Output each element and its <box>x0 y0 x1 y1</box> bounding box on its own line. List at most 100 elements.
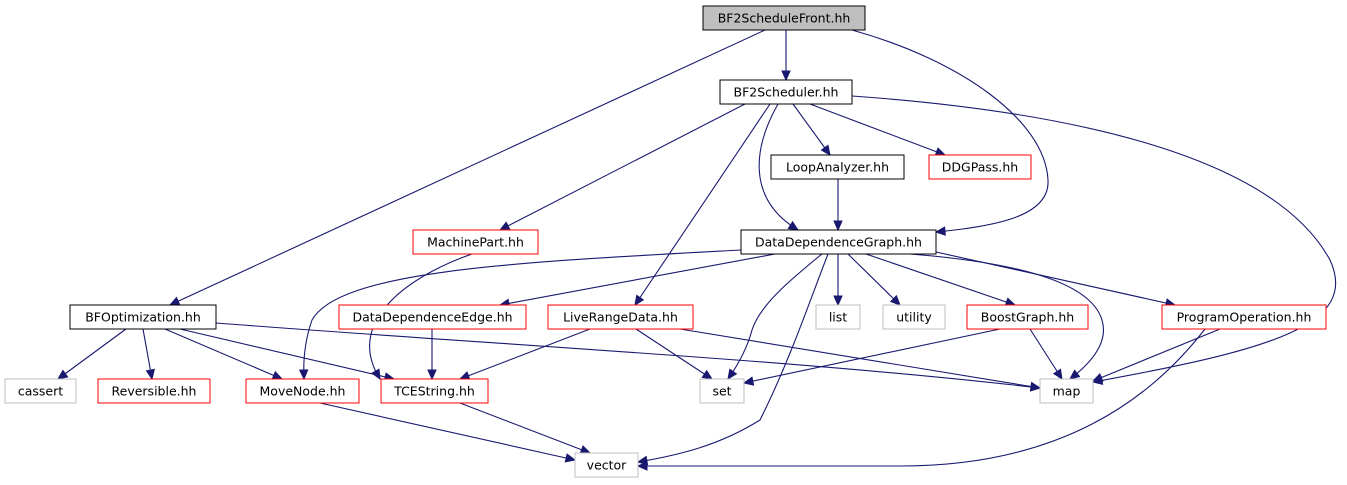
edge-arrowhead <box>427 369 437 381</box>
edge-bfoptimization-to-movenode <box>164 328 284 380</box>
edge-arrowhead <box>1091 372 1104 382</box>
node-boostgraph[interactable]: BoostGraph.hh <box>966 304 1089 330</box>
edge-line <box>865 253 1016 306</box>
edge-arrowhead <box>1069 369 1081 380</box>
node-label: map <box>1053 384 1081 399</box>
node-tcestring[interactable]: TCEString.hh <box>380 378 489 404</box>
edge-line <box>727 253 823 380</box>
node-box <box>547 304 694 330</box>
edge-bf2scheduler-to-machinepart <box>498 103 746 231</box>
node-label: ProgramOperation.hh <box>1177 310 1312 325</box>
edge-line <box>1092 328 1221 382</box>
node-reversible[interactable]: Reversible.hh <box>97 378 211 404</box>
node-datadependencegraph[interactable]: DataDependenceGraph.hh <box>740 229 937 255</box>
node-utility: utility <box>882 304 946 330</box>
edge-arrowhead <box>787 220 800 231</box>
node-label: DataDependenceEdge.hh <box>352 310 512 325</box>
edge-machinepart-to-tcestring <box>369 253 473 381</box>
node-label: DataDependenceGraph.hh <box>755 235 922 250</box>
node-liverangedata[interactable]: LiveRangeData.hh <box>547 304 694 330</box>
edge-datadependencegraph-to-boostgraph <box>865 253 1017 307</box>
edge-boostgraph-to-set <box>742 328 1001 386</box>
edge-line <box>164 328 283 380</box>
edge-datadependenceedge-to-tcestring <box>427 329 437 381</box>
node-box <box>1039 378 1094 404</box>
edge-line <box>499 253 776 306</box>
node-box <box>699 378 745 404</box>
node-list: list <box>815 304 861 330</box>
edge-datadependencegraph-to-programoperation <box>935 251 1177 308</box>
edge-arrowhead <box>1029 381 1042 392</box>
node-movenode[interactable]: MoveNode.hh <box>245 378 360 404</box>
node-box <box>815 304 861 330</box>
node-cassert: cassert <box>4 378 77 404</box>
node-ddgpass[interactable]: DDGPass.hh <box>928 154 1032 180</box>
edge-line <box>459 328 591 380</box>
edge-arrowhead <box>57 369 69 380</box>
edge-line <box>809 103 946 156</box>
node-datadependenceedge[interactable]: DataDependenceEdge.hh <box>338 304 527 330</box>
node-box <box>574 452 639 478</box>
node-label: utility <box>896 310 932 325</box>
edge-arrowhead <box>833 220 843 232</box>
node-box <box>4 378 77 404</box>
node-box <box>69 304 217 330</box>
edge-tcestring-to-vector <box>459 402 592 455</box>
edge-line <box>743 328 1001 384</box>
edge-line <box>758 103 799 231</box>
node-bf2scheduler[interactable]: BF2Scheduler.hh <box>719 79 853 105</box>
node-bf2schedulefront: BF2ScheduleFront.hh <box>702 5 866 31</box>
edge-line <box>1029 328 1063 380</box>
node-label: BF2ScheduleFront.hh <box>718 11 851 26</box>
node-label: cassert <box>18 384 63 399</box>
node-bfoptimization[interactable]: BFOptimization.hh <box>69 304 217 330</box>
edge-datadependencegraph-to-list <box>833 254 843 307</box>
edge-bf2scheduler-to-loopanalyzer <box>792 103 831 156</box>
nodes-layer: BF2ScheduleFront.hhBF2Scheduler.hhLoopAn… <box>4 5 1327 478</box>
edge-line <box>635 328 713 380</box>
edge-arrowhead <box>781 70 791 82</box>
node-box <box>719 79 853 105</box>
edge-datadependencegraph-to-vector <box>636 253 829 466</box>
edge-arrowhead <box>833 295 843 307</box>
edge-line <box>319 402 576 461</box>
edge-arrowhead <box>371 368 381 381</box>
edge-arrowhead <box>820 144 831 156</box>
node-label: LiveRangeData.hh <box>563 310 678 325</box>
edge-line <box>638 328 1206 467</box>
edge-arrowhead <box>634 294 645 307</box>
edge-arrowhead <box>701 369 714 380</box>
edge-line <box>57 328 127 380</box>
edge-arrowhead <box>934 147 947 157</box>
edge-boostgraph-to-map <box>1029 328 1063 381</box>
node-label: MachinePart.hh <box>427 235 524 250</box>
node-label: Reversible.hh <box>112 384 197 399</box>
edge-arrowhead <box>564 453 577 463</box>
edge-bf2schedulefront-to-bf2scheduler <box>781 30 791 82</box>
edge-arrowhead <box>579 445 592 455</box>
edge-line <box>303 249 742 380</box>
node-loopanalyzer[interactable]: LoopAnalyzer.hh <box>770 154 905 180</box>
edge-line <box>179 328 395 380</box>
edge-line <box>459 402 591 454</box>
node-box <box>966 304 1089 330</box>
node-vector: vector <box>574 452 639 478</box>
node-box <box>702 5 866 31</box>
edge-bf2scheduler-to-datadependencegraph <box>758 103 800 231</box>
edge-bf2schedulefront-to-bfoptimization <box>168 29 766 306</box>
node-programoperation[interactable]: ProgramOperation.hh <box>1161 304 1327 330</box>
edge-arrowhead <box>889 294 901 306</box>
node-box <box>97 378 211 404</box>
edge-datadependencegraph-to-utility <box>847 253 901 306</box>
edge-loopanalyzer-to-datadependencegraph <box>833 179 843 232</box>
edge-line <box>935 251 1176 306</box>
node-label: list <box>829 310 847 325</box>
edge-line <box>215 322 1041 389</box>
edge-arrowhead <box>298 369 309 381</box>
node-label: BFOptimization.hh <box>85 310 201 325</box>
edge-bf2scheduler-to-liverangedata <box>634 103 771 307</box>
node-box <box>245 378 360 404</box>
node-machinepart[interactable]: MachinePart.hh <box>412 229 539 255</box>
node-box <box>338 304 527 330</box>
